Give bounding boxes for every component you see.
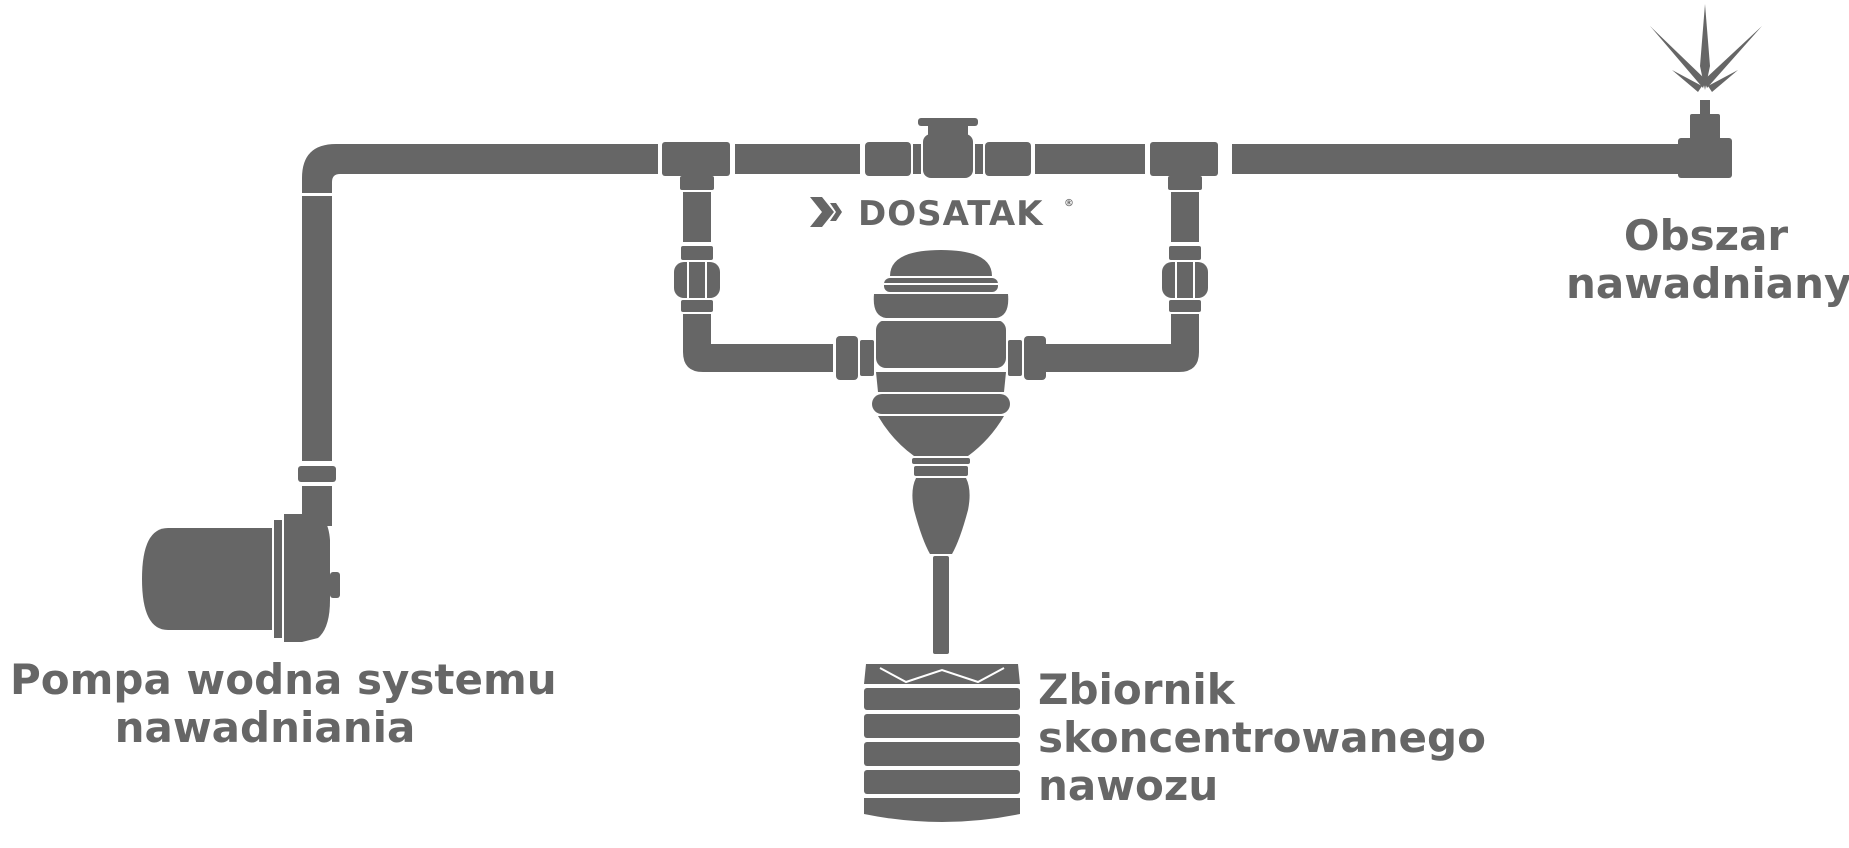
tank-label-line-1: Zbiornik bbox=[1038, 665, 1235, 714]
main-gate-valve bbox=[865, 118, 1031, 178]
left-tee-branch bbox=[662, 142, 833, 372]
tank-label-line-3: nawozu bbox=[1038, 761, 1219, 810]
pump-label: Pompa wodna systemu nawadniania bbox=[10, 655, 557, 752]
pump-label-line-2: nawadniania bbox=[114, 703, 416, 752]
pump-label-line-1: Pompa wodna systemu bbox=[10, 655, 557, 704]
right-tee-branch bbox=[1045, 142, 1218, 372]
sprinkler-icon bbox=[1650, 4, 1762, 178]
brand-trademark: ® bbox=[1064, 198, 1074, 209]
pump-riser-pipe bbox=[298, 144, 340, 526]
dosatron-injector-icon bbox=[836, 250, 1046, 654]
tank-label-line-2: skoncentrowanego bbox=[1038, 713, 1486, 762]
fertilizer-tank-icon bbox=[864, 664, 1020, 822]
dosatak-logo: DOSATAK ® bbox=[810, 194, 1074, 234]
tank-label: Zbiornik skoncentrowanego nawozu bbox=[1038, 666, 1486, 810]
area-label: Obszar nawadniany bbox=[1566, 211, 1849, 308]
fitting-lines bbox=[300, 193, 1195, 797]
area-label-line-2: nawadniany bbox=[1566, 259, 1849, 308]
main-pipe bbox=[340, 144, 1680, 174]
water-pump-icon bbox=[142, 514, 340, 642]
brand-name: DOSATAK bbox=[858, 194, 1044, 234]
area-label-line-1: Obszar bbox=[1623, 211, 1789, 260]
